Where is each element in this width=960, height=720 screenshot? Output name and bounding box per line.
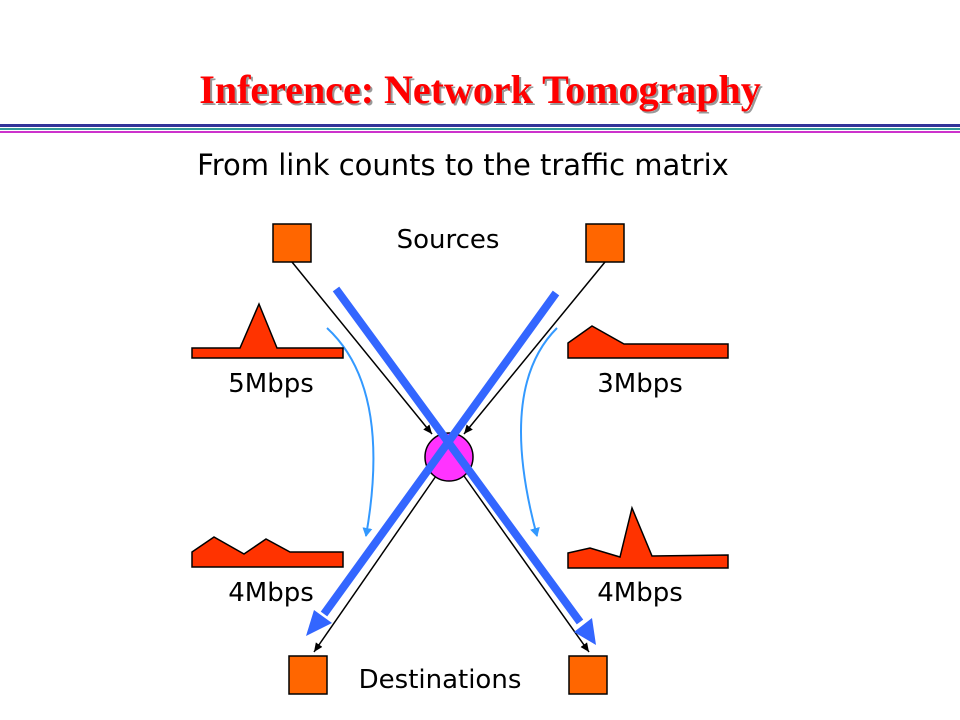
link-src-right-to-router <box>463 261 606 435</box>
title-rule-blue <box>0 124 960 127</box>
link-src-left-to-router <box>291 261 433 435</box>
sources-label: Sources <box>397 225 500 255</box>
traffic-profile-bottom-left <box>191 536 344 568</box>
flow-arrow-left-to-right <box>332 286 584 625</box>
rate-label-top-right: 3Mbps <box>597 369 683 399</box>
source-node-left <box>272 223 312 263</box>
router-node <box>424 432 474 482</box>
destination-node-left <box>288 655 328 695</box>
title-rule-teal <box>0 128 960 130</box>
link-router-to-dst-left <box>313 475 437 653</box>
link-router-to-dst-right <box>463 475 590 653</box>
traffic-profile-bottom-right <box>567 505 729 569</box>
title-rule-purple <box>0 131 960 133</box>
destination-node-right <box>568 655 608 695</box>
rate-label-top-left: 5Mbps <box>228 369 314 399</box>
destinations-label: Destinations <box>359 665 522 695</box>
rate-label-bottom-left: 4Mbps <box>228 578 314 608</box>
slide-subtitle: From link counts to the traffic matrix <box>197 148 729 182</box>
rate-label-bottom-right: 4Mbps <box>597 578 683 608</box>
traffic-profile-top-left <box>191 302 344 359</box>
curve-arrow-left <box>326 327 375 537</box>
flow-arrow-right-to-left <box>320 290 560 617</box>
source-node-right <box>585 223 625 263</box>
traffic-profile-top-right <box>567 325 729 359</box>
flow-arrow-right-to-left-head <box>306 610 332 636</box>
curve-arrow-right <box>520 327 558 537</box>
flow-arrow-left-to-right-head <box>574 618 596 645</box>
slide-title: Inference: Network Tomography <box>199 67 761 112</box>
